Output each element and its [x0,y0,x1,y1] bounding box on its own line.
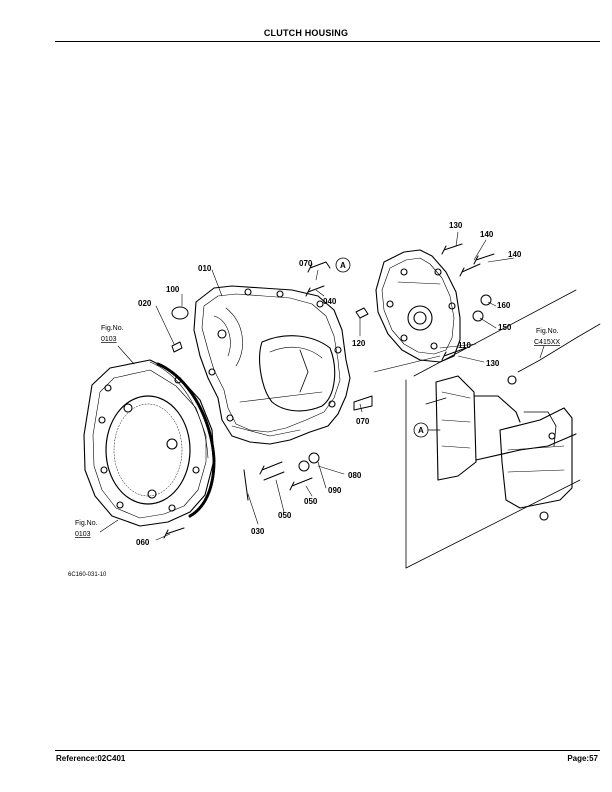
callout-140-b: 140 [508,250,522,259]
fig-ref-a-number: 0103 [101,336,117,343]
leader-lines [99,231,545,541]
ring-gear [149,361,216,518]
callout-090: 090 [328,486,342,495]
callout-070-a: 070 [299,259,313,268]
callout-140-a: 140 [480,230,494,239]
callout-050-b: 050 [304,497,318,506]
footer-page-number: Page:57 [567,754,598,763]
callout-130-b: 130 [486,359,500,368]
footer-reference: Reference:02C401 [56,754,126,763]
section-marker-a-frame: A [418,426,424,435]
fig-ref-a-label: Fig.No. [101,325,124,332]
callout-070-b: 070 [356,417,370,426]
section-markers [335,257,581,569]
callout-160: 160 [497,301,511,310]
bolts [163,243,495,539]
header-rule [55,41,600,42]
callout-100: 100 [166,285,180,294]
fig-ref-b-number: 0103 [75,531,91,538]
callout-060: 060 [136,538,150,547]
callout-labels: 010 020 030 040 050 050 060 070 070 080 … [136,221,522,547]
callout-050-a: 050 [278,511,292,520]
callout-110: 110 [458,341,471,350]
figure-references: Fig.No. 0103 Fig.No. 0103 Fig.No. C415XX [75,325,560,538]
image-code: 6C160-031-10 [68,572,107,578]
tractor-frame [425,323,601,521]
callout-150: 150 [498,323,512,332]
clutch-housing-body [193,285,351,445]
flywheel-housing-plate [83,359,215,527]
fig-ref-c-number: C415XX [534,339,560,346]
section-marker-a-top: A [340,261,346,270]
fig-ref-b-label: Fig.No. [75,520,98,527]
callout-030: 030 [251,527,265,536]
page-title: CLUTCH HOUSING [263,28,349,38]
front-cover-plate [375,249,461,363]
fig-ref-c-label: Fig.No. [536,328,559,335]
callout-120: 120 [352,339,366,348]
footer-rule [55,750,600,751]
callout-020: 020 [138,299,152,308]
callout-080: 080 [348,471,362,480]
callout-040: 040 [323,297,337,306]
callout-010: 010 [198,264,212,273]
callout-130-a: 130 [449,221,463,230]
